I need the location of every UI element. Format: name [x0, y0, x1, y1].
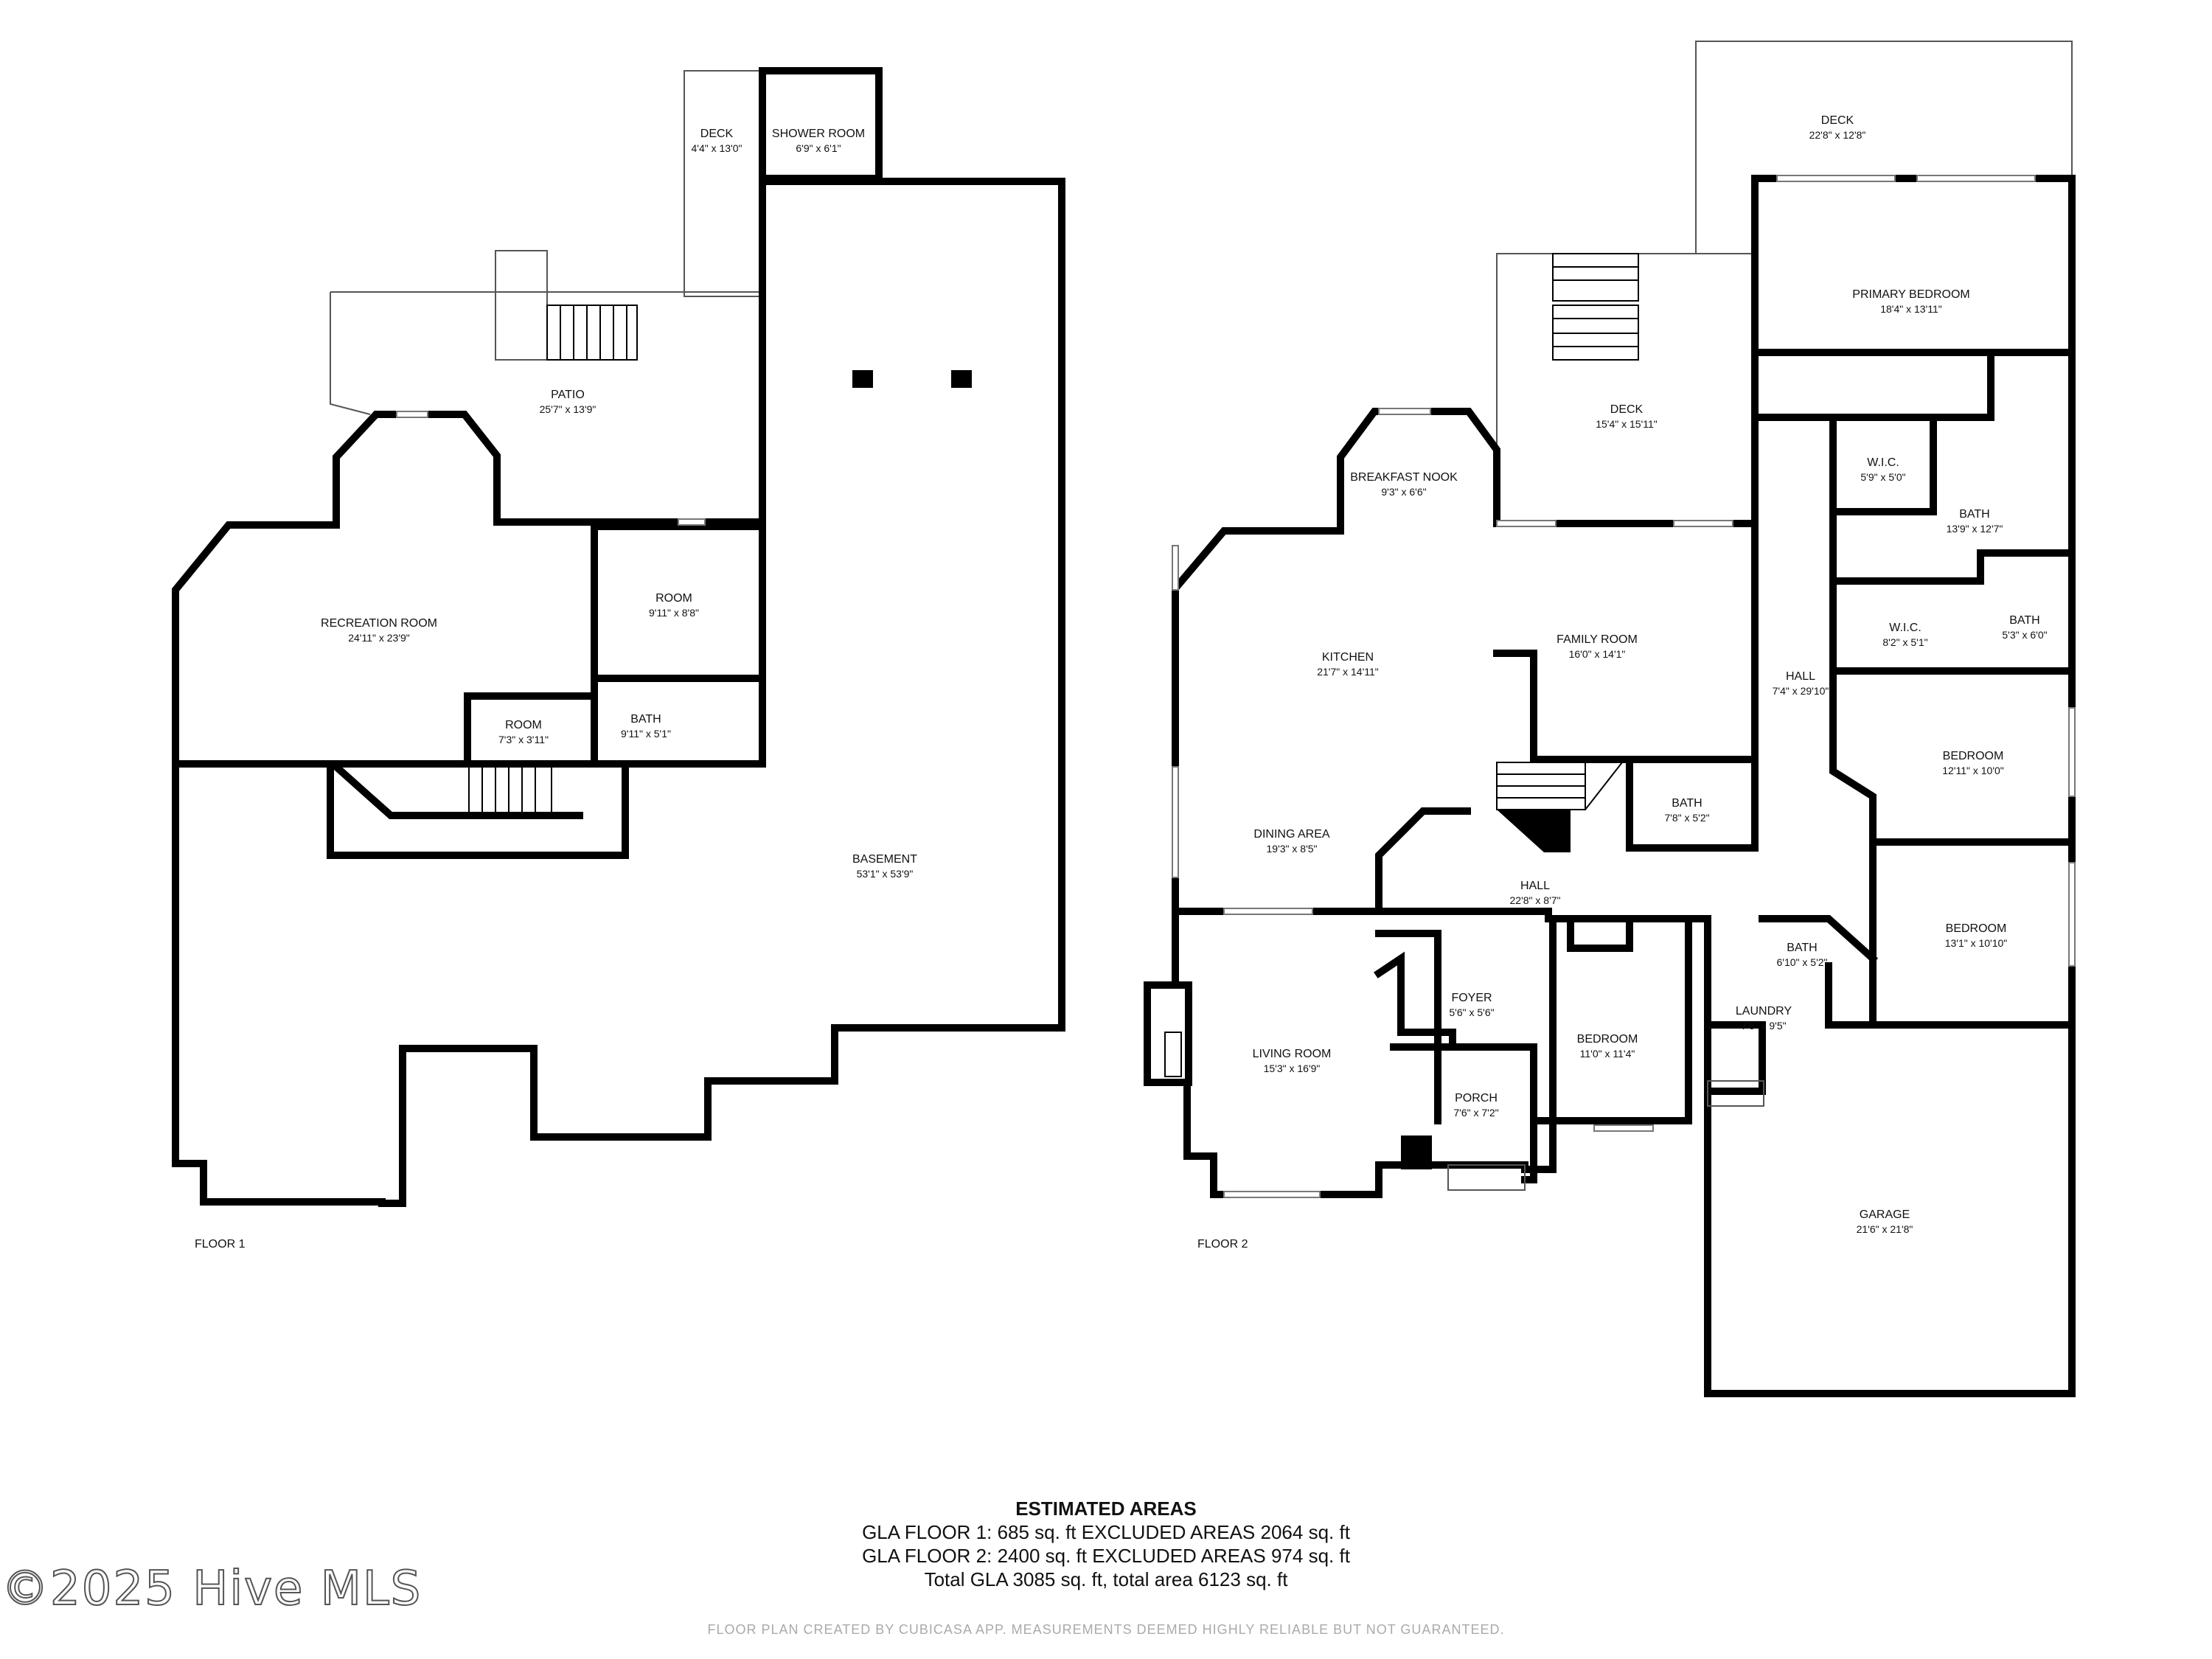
- estimated-areas: ESTIMATED AREAS GLA FLOOR 1: 685 sq. ft …: [0, 1497, 2212, 1591]
- floor2-fireplace: [1144, 981, 1192, 1086]
- room-name: DECK: [1821, 114, 1854, 127]
- room-dims: 18'4" x 13'11": [1880, 303, 1942, 315]
- room-name: ROOM: [505, 719, 542, 731]
- room-dims: 15'4" x 15'11": [1596, 418, 1658, 430]
- room-name: BREAKFAST NOOK: [1350, 471, 1458, 484]
- floor1-plan: [172, 67, 1065, 1207]
- floor2-label: FLOOR 2: [1197, 1238, 1248, 1251]
- room-dims: 13'1" x 10'10": [1945, 937, 2008, 949]
- room-dims: 15'3" x 16'9": [1264, 1062, 1321, 1074]
- room-dims: 25'7" x 13'9": [540, 403, 597, 415]
- floor2-porch-post: [1401, 1135, 1432, 1169]
- floor2-stair-landing: [1497, 810, 1571, 852]
- room-name: BEDROOM: [1943, 750, 2004, 762]
- room-name: FOYER: [1451, 992, 1492, 1004]
- room-dims: 8'2" x 5'1": [1882, 636, 1927, 648]
- estimated-areas-title: ESTIMATED AREAS: [1015, 1498, 1197, 1520]
- floor1-patio-outline: [330, 292, 371, 415]
- floor1-shower-room-walls: [759, 67, 883, 182]
- room-dims: 53'1" x 53'9": [857, 868, 914, 880]
- room-name: LIVING ROOM: [1253, 1048, 1332, 1060]
- room-name: PATIO: [551, 389, 585, 401]
- floor1-patio-stairs: [546, 305, 638, 361]
- room-name: BASEMENT: [852, 853, 917, 866]
- floor2-top-deck-outline: [1695, 41, 2073, 254]
- room-dims: 21'7" x 14'11": [1317, 666, 1379, 678]
- floor1-label: FLOOR 1: [195, 1238, 246, 1251]
- room-name: RECREATION ROOM: [321, 617, 437, 630]
- room-dims: 13'9" x 12'7": [1947, 523, 2003, 535]
- room-dims: 7'6" x 9'5": [1741, 1020, 1786, 1032]
- room-dims: 4'4" x 13'0": [692, 142, 742, 154]
- room-dims: 7'8" x 5'2": [1664, 812, 1709, 824]
- room-name: PORCH: [1455, 1092, 1498, 1105]
- room-name: PRIMARY BEDROOM: [1852, 288, 1969, 301]
- gla-floor2-line: GLA FLOOR 2: 2400 sq. ft EXCLUDED AREAS …: [862, 1545, 1350, 1567]
- floor1-deck-outline: [684, 70, 760, 297]
- room-dims: 9'11" x 5'1": [621, 728, 671, 740]
- room-labels: DECK 4'4" x 13'0" SHOWER ROOM 6'9" x 6'1…: [195, 114, 2048, 1251]
- room-dims: 6'9" x 6'1": [796, 142, 841, 154]
- room-name: BATH: [2009, 614, 2039, 627]
- room-name: BATH: [630, 713, 661, 726]
- floor1-post: [951, 370, 972, 388]
- floor1-post: [852, 370, 873, 388]
- room-dims: 11'0" x 11'4": [1580, 1048, 1635, 1060]
- room-name: GARAGE: [1860, 1208, 1910, 1221]
- floor1-small-room-walls: [464, 692, 598, 768]
- floor1-stairs: [468, 766, 552, 816]
- room-name: FAMILY ROOM: [1557, 633, 1638, 646]
- room-name: DECK: [1610, 403, 1644, 416]
- room-dims: 9'3" x 6'6": [1381, 486, 1426, 498]
- floor2-plan: [1144, 41, 2076, 1397]
- room-name: W.I.C.: [1889, 622, 1921, 634]
- room-name: W.I.C.: [1867, 456, 1899, 469]
- room-name: BATH: [1959, 508, 1989, 521]
- room-dims: 19'3" x 8'5": [1267, 843, 1318, 855]
- room-name: BATH: [1787, 942, 1817, 954]
- watermark: ©2025 Hive MLS: [1, 1561, 422, 1617]
- room-name: LAUNDRY: [1736, 1005, 1792, 1018]
- floor1-basement-walls: [172, 178, 1065, 1207]
- room-dims: 9'11" x 8'8": [649, 607, 699, 619]
- room-name: KITCHEN: [1322, 651, 1374, 664]
- room-dims: 5'3" x 6'0": [2002, 629, 2047, 641]
- floor2-main-walls: [1144, 175, 2076, 1397]
- floor1-patio-stair-box: [495, 250, 548, 361]
- room-dims: 22'8" x 12'8": [1809, 129, 1866, 141]
- room-dims: 16'0" x 14'1": [1569, 648, 1626, 660]
- room-dims: 5'9" x 5'0": [1860, 471, 1905, 483]
- room-dims: 21'6" x 21'8": [1857, 1223, 1913, 1235]
- room-name: BEDROOM: [1577, 1033, 1638, 1046]
- room-name: HALL: [1786, 670, 1815, 683]
- room-name: ROOM: [655, 592, 692, 605]
- floor1-recreation-room-walls: [172, 411, 766, 768]
- room-name: BATH: [1672, 797, 1702, 810]
- room-dims: 24'11" x 23'9": [348, 632, 410, 644]
- room-name: BEDROOM: [1946, 922, 2007, 935]
- total-gla-line: Total GLA 3085 sq. ft, total area 6123 s…: [924, 1568, 1288, 1590]
- floor1-bath-walls: [591, 675, 766, 768]
- floor2-deck-stairs: [1552, 253, 1639, 361]
- room-name: DECK: [700, 128, 734, 140]
- gla-floor1-line: GLA FLOOR 1: 685 sq. ft EXCLUDED AREAS 2…: [862, 1521, 1350, 1543]
- room-dims: 6'10" x 5'2": [1777, 956, 1828, 968]
- room-dims: 7'3" x 3'11": [498, 734, 549, 745]
- room-name: HALL: [1520, 880, 1550, 892]
- floor1-rail: [330, 761, 583, 819]
- room-dims: 7'4" x 29'10": [1773, 685, 1829, 697]
- disclaimer: FLOOR PLAN CREATED BY CUBICASA APP. MEAS…: [707, 1622, 1505, 1637]
- floor2-stairs: [1496, 762, 1623, 810]
- room-dims: 5'6" x 5'6": [1449, 1006, 1494, 1018]
- room-dims: 22'8" x 8'7": [1510, 894, 1561, 906]
- room-name: SHOWER ROOM: [772, 128, 865, 140]
- room-dims: 12'11" x 10'0": [1942, 765, 2004, 776]
- room-name: DINING AREA: [1253, 828, 1329, 841]
- floor2-mid-deck-outline: [1496, 253, 1755, 360]
- room-dims: 7'6" x 7'2": [1453, 1107, 1498, 1119]
